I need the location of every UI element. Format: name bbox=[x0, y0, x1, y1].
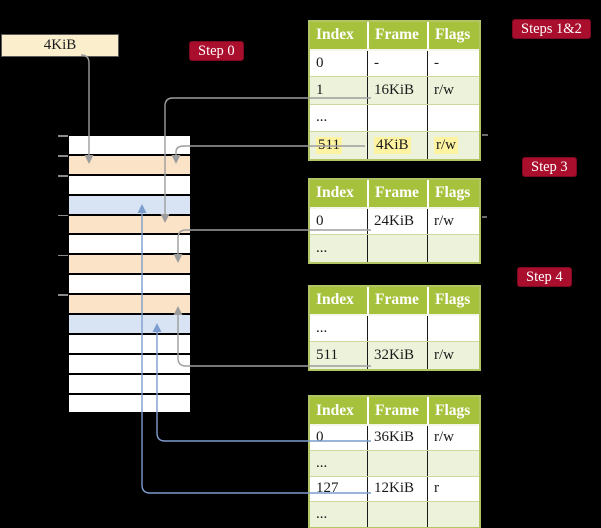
address-tick bbox=[58, 175, 68, 177]
column-header: Flags bbox=[427, 397, 479, 424]
column-header: Index bbox=[316, 184, 354, 202]
step-0-label: Step 0 bbox=[189, 41, 244, 61]
memory-frame-row-free bbox=[69, 354, 190, 373]
table-cell bbox=[427, 315, 479, 341]
step-4-label: Step 4 bbox=[517, 267, 572, 287]
table-row: ... bbox=[310, 313, 479, 341]
address-tick bbox=[58, 254, 68, 257]
table-cell bbox=[427, 502, 479, 528]
table-cell: 127 bbox=[316, 480, 339, 497]
table-cell: ... bbox=[316, 506, 328, 523]
table-cell bbox=[367, 235, 427, 262]
table-cell bbox=[427, 450, 479, 476]
table-cell: ... bbox=[316, 109, 328, 126]
memory-frame-row-page-table bbox=[69, 295, 190, 314]
memory-frame-row-free bbox=[69, 175, 190, 194]
table-cell: r/w bbox=[427, 208, 479, 234]
memory-frame-row-mapped bbox=[69, 195, 190, 214]
table-cell: r bbox=[427, 476, 479, 502]
address-tick bbox=[58, 155, 68, 157]
address-tick bbox=[58, 294, 68, 296]
steps-1-and-2-label: Steps 1&2 bbox=[512, 19, 591, 39]
memory-frame-row-free bbox=[69, 374, 190, 393]
table-row: 0 -- bbox=[310, 48, 479, 76]
address-tick bbox=[58, 214, 68, 217]
table-row: ... bbox=[310, 501, 479, 528]
table-cell bbox=[367, 502, 427, 528]
memory-frame-row-free bbox=[69, 334, 190, 353]
memory-frame-row-page-table bbox=[69, 155, 190, 174]
memory-frame-row-free bbox=[69, 394, 190, 413]
table-cell: 511 bbox=[310, 132, 367, 159]
table-cell: 511 bbox=[316, 346, 338, 363]
column-header: Index bbox=[316, 291, 354, 309]
table-cell bbox=[367, 315, 427, 341]
table-cell: r/w bbox=[427, 132, 479, 159]
highlighted-value: 4KiB bbox=[374, 136, 411, 154]
table-row: 511 4KiB r/w bbox=[310, 131, 479, 159]
column-header: Index bbox=[316, 401, 354, 419]
table-cell: ... bbox=[316, 319, 328, 336]
column-header: Frame bbox=[367, 287, 427, 314]
physical-memory-strip bbox=[69, 136, 190, 413]
table-cell: ... bbox=[316, 454, 328, 471]
frame-size-box: 4KiB bbox=[1, 34, 119, 57]
column-header: Frame bbox=[367, 180, 427, 207]
table-cell: r/w bbox=[427, 426, 479, 450]
column-header: Flags bbox=[427, 180, 479, 207]
highlighted-value: r/w bbox=[434, 136, 458, 154]
address-tick bbox=[58, 135, 68, 137]
table-cell: 0 bbox=[316, 429, 324, 446]
table-cell: 0 bbox=[316, 212, 324, 229]
table-cell: r/w bbox=[427, 342, 479, 369]
highlighted-value: 511 bbox=[316, 136, 342, 154]
table-row: ... bbox=[310, 234, 479, 262]
table-cell: ... bbox=[316, 239, 328, 256]
column-header: Frame bbox=[367, 397, 427, 424]
memory-frame-row-page-table bbox=[69, 215, 190, 234]
table-cell bbox=[367, 104, 427, 131]
memory-frame-row-free bbox=[69, 136, 190, 154]
table-cell: 4KiB bbox=[367, 132, 427, 159]
memory-frame-row-page-table bbox=[69, 255, 190, 274]
table-cell: 12KiB bbox=[367, 476, 427, 502]
table-cell: 24KiB bbox=[367, 208, 427, 234]
column-header: Frame bbox=[367, 22, 427, 49]
column-header: Flags bbox=[427, 22, 479, 49]
table-cell: 1 bbox=[316, 81, 324, 98]
step-3-label: Step 3 bbox=[522, 157, 577, 177]
table-cell: 0 bbox=[316, 54, 324, 71]
table-cell: r/w bbox=[427, 77, 479, 104]
column-header: Index bbox=[316, 26, 354, 44]
memory-frame-row-free bbox=[69, 275, 190, 294]
table-cell bbox=[427, 104, 479, 131]
column-header: Flags bbox=[427, 287, 479, 314]
table-cell bbox=[367, 450, 427, 476]
table-cell bbox=[427, 235, 479, 262]
table-cell: 36KiB bbox=[367, 426, 427, 450]
memory-frame-row-free bbox=[69, 235, 190, 254]
table-cell: - bbox=[367, 50, 427, 76]
table-cell: - bbox=[427, 50, 479, 76]
memory-frame-row-mapped bbox=[69, 315, 190, 333]
table-cell: 16KiB bbox=[367, 77, 427, 104]
table-row: ... bbox=[310, 449, 479, 476]
table-cell: 32KiB bbox=[367, 342, 427, 369]
table-row: ... bbox=[310, 103, 479, 131]
